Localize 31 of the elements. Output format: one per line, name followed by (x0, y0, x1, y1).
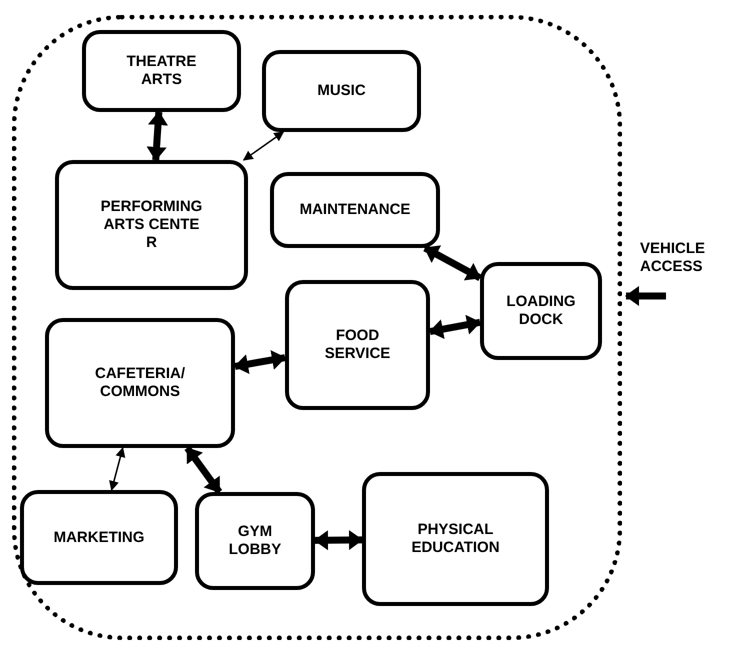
arrow (429, 314, 481, 340)
room-label: FOOD SERVICE (324, 327, 392, 363)
arrow (184, 446, 222, 494)
room-label: GYM LOBBY (228, 523, 282, 559)
arrow (423, 244, 482, 281)
boundary-zone (12, 15, 622, 640)
access-label: VEHICLE ACCESS (640, 240, 706, 276)
room-box (270, 172, 440, 248)
room-box (45, 318, 235, 448)
arrow (242, 131, 284, 161)
room-label: CAFETERIA/ COMMONS (94, 365, 186, 401)
arrow (146, 111, 168, 161)
room-label: MAINTENANCE (298, 201, 412, 219)
arrow (314, 530, 363, 550)
room-label: PERFORMING ARTS CENTE R (100, 198, 204, 252)
room-label: MARKETING (52, 528, 146, 546)
room-box (480, 262, 602, 360)
room-box (82, 30, 241, 112)
room-box (362, 472, 549, 606)
room-box (195, 492, 315, 590)
room-label: MUSIC (316, 82, 367, 100)
room-label: THEATRE ARTS (126, 53, 198, 89)
room-label: LOADING DOCK (505, 293, 577, 329)
room-box (55, 160, 248, 290)
room-label: PHYSICAL EDUCATION (410, 521, 501, 557)
room-box (20, 490, 178, 585)
room-box (285, 280, 430, 410)
arrow (109, 447, 126, 491)
arrow (625, 286, 666, 306)
room-box (262, 50, 421, 132)
arrow (234, 350, 286, 374)
